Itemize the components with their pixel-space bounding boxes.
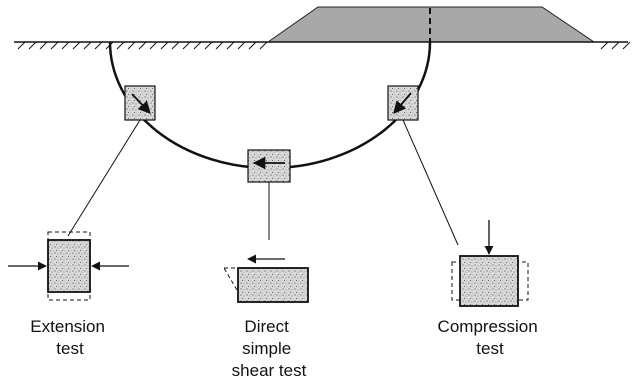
ground-hatch-mark (622, 41, 631, 50)
ground-hatch-mark (600, 41, 609, 50)
ground-hatch-mark (17, 41, 26, 50)
ground-hatch-mark (204, 41, 213, 50)
compression-test-label: Compression test (438, 317, 543, 358)
ground-hatch-mark (215, 41, 224, 50)
left-soil-element (124, 85, 156, 121)
ground-hatch-mark (83, 41, 92, 50)
ground-hatch-mark (72, 41, 81, 50)
compression-test-specimen (451, 220, 529, 307)
ground-hatch-mark (127, 41, 136, 50)
ground-hatch-mark (160, 41, 169, 50)
extension-test-label: Extension test (30, 317, 109, 358)
ground-hatch-mark (149, 41, 158, 50)
direct-simple-shear-specimen (223, 254, 309, 303)
leader-line-compression (402, 119, 459, 246)
bottom-soil-element (247, 149, 291, 183)
ground-hatch-mark (50, 41, 59, 50)
extension-test-specimen (8, 231, 129, 301)
ground-hatch-mark (193, 41, 202, 50)
ground-hatch-mark (611, 41, 620, 50)
ground-hatch-mark (138, 41, 147, 50)
right-soil-element (387, 85, 419, 121)
ground-hatch-mark (237, 41, 246, 50)
slip-surface (108, 41, 432, 170)
ground-surface (14, 41, 631, 50)
ground-hatch-mark (226, 41, 235, 50)
ground-hatch-mark (171, 41, 180, 50)
ground-hatch-mark (39, 41, 48, 50)
ground-hatch-mark (182, 41, 191, 50)
ground-hatch-mark (94, 41, 103, 50)
ground-hatch-mark (259, 41, 268, 50)
ground-hatch-mark (28, 41, 37, 50)
ground-hatch-mark (116, 41, 125, 50)
ground-hatch-mark (248, 41, 257, 50)
ground-hatch-mark (61, 41, 70, 50)
direct-simple-shear-label: Direct simple shear test (232, 317, 307, 380)
leader-line-extension (67, 119, 141, 237)
